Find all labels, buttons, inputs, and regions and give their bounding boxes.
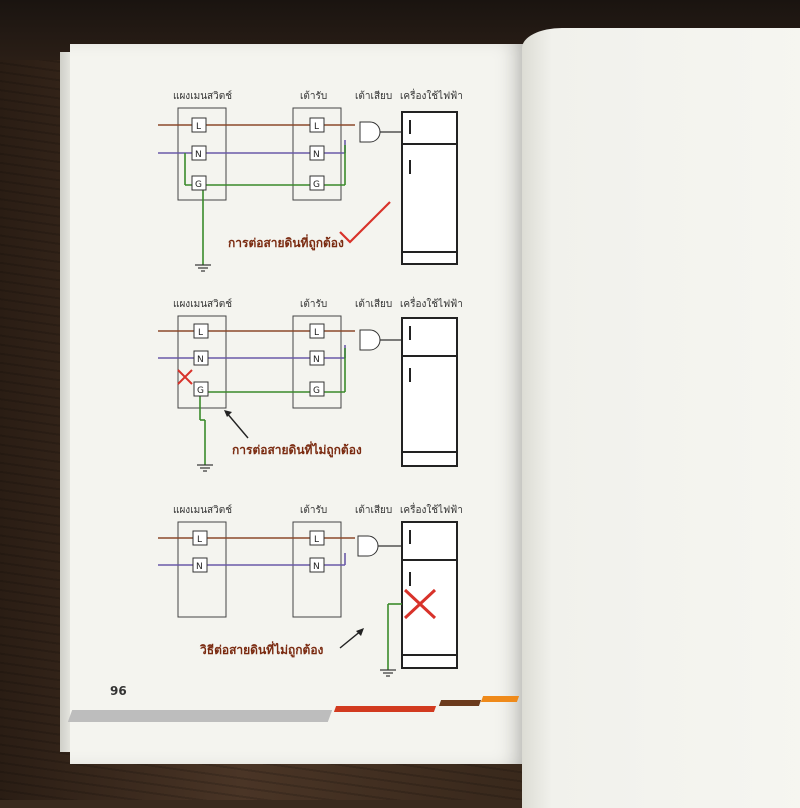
plug-icon <box>359 121 381 143</box>
diagram-incorrect-2: แผงเมนสวิตช์ เต้ารับ เต้าเสียบ เครื่องใช… <box>158 502 463 677</box>
terminal-n: N <box>192 557 208 573</box>
svg-text:G: G <box>313 180 320 190</box>
terminal-l: L <box>191 117 207 133</box>
diagram-incorrect-1: แผงเมนสวิตช์ เต้ารับ เต้าเสียบ เครื่องใช… <box>158 296 463 472</box>
caption-correct: การต่อสายดินที่ถูกต้อง <box>228 234 344 251</box>
terminal-g: G <box>309 381 325 397</box>
page-number: 96 <box>110 684 127 698</box>
cross-icon <box>177 369 193 385</box>
plug-icon <box>357 535 379 557</box>
switchboard-box <box>177 107 227 201</box>
svg-text:L: L <box>196 122 201 132</box>
label-plug: เต้าเสียบ <box>355 90 392 102</box>
label-outlet: เต้ารับ <box>300 504 327 516</box>
svg-text:N: N <box>313 150 320 160</box>
terminal-g: G <box>191 175 207 191</box>
label-outlet: เต้ารับ <box>300 298 327 310</box>
plug-icon <box>359 329 381 351</box>
terminal-g: G <box>193 381 209 397</box>
svg-text:N: N <box>313 355 320 365</box>
label-switchboard: แผงเมนสวิตช์ <box>173 504 232 516</box>
label-plug: เต้าเสียบ <box>355 298 392 310</box>
label-appliance: เครื่องใช้ไฟฟ้า <box>400 296 463 310</box>
terminal-l: L <box>193 323 209 339</box>
terminal-n: N <box>309 145 325 161</box>
svg-text:N: N <box>196 562 203 572</box>
cross-icon <box>403 588 437 620</box>
svg-text:G: G <box>195 180 202 190</box>
check-icon <box>339 201 391 244</box>
terminal-g: G <box>309 175 325 191</box>
svg-text:L: L <box>198 328 203 338</box>
svg-text:G: G <box>313 386 320 396</box>
diagram-correct: แผงเมนสวิตช์ เต้ารับ เต้าเสียบ เครื่องใช… <box>158 88 463 272</box>
terminal-n: N <box>309 350 325 366</box>
fridge-icon <box>401 317 458 467</box>
label-appliance: เครื่องใช้ไฟฟ้า <box>400 502 463 516</box>
svg-text:N: N <box>195 150 202 160</box>
svg-text:L: L <box>314 328 319 338</box>
terminal-l: L <box>309 323 325 339</box>
label-switchboard: แผงเมนสวิตช์ <box>173 298 232 310</box>
terminal-n: N <box>309 557 325 573</box>
terminal-l: L <box>309 530 325 546</box>
label-outlet: เต้ารับ <box>300 90 327 102</box>
svg-text:G: G <box>197 386 204 396</box>
caption-incorrect-1: การต่อสายดินที่ไม่ถูกต้อง <box>232 441 362 458</box>
label-appliance: เครื่องใช้ไฟฟ้า <box>400 88 463 102</box>
label-plug: เต้าเสียบ <box>355 504 392 516</box>
terminal-n: N <box>193 350 209 366</box>
terminal-l: L <box>309 117 325 133</box>
svg-text:N: N <box>313 562 320 572</box>
caption-incorrect-2: วิธีต่อสายดินที่ไม่ถูกต้อง <box>200 641 324 658</box>
outlet-box <box>292 107 342 201</box>
svg-text:L: L <box>314 535 319 545</box>
terminal-l: L <box>192 530 208 546</box>
fridge-icon <box>401 111 458 265</box>
svg-text:L: L <box>314 122 319 132</box>
svg-text:N: N <box>197 355 204 365</box>
label-switchboard: แผงเมนสวิตช์ <box>173 90 232 102</box>
terminal-n: N <box>191 145 207 161</box>
svg-text:L: L <box>197 535 202 545</box>
right-page <box>522 28 800 808</box>
